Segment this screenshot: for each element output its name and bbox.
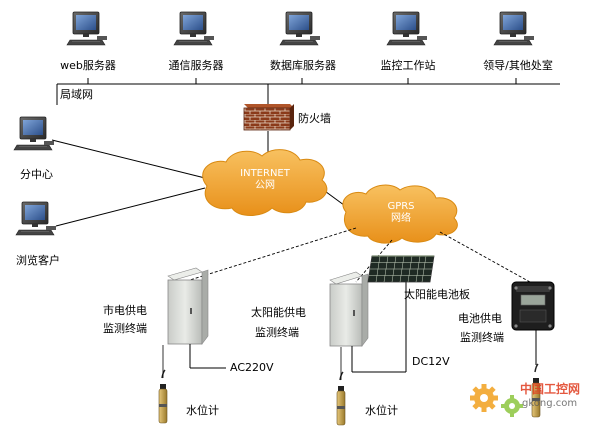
browser-client-label: 浏览客户 bbox=[16, 254, 60, 267]
gprs-label: GPRS bbox=[387, 201, 415, 212]
watermark-logo-icon bbox=[470, 384, 523, 417]
lan-label: 局域网 bbox=[60, 88, 93, 101]
leader-office-icon bbox=[493, 11, 535, 46]
internet-sublabel: 公网 bbox=[255, 180, 275, 191]
gprs-cloud bbox=[342, 184, 458, 244]
branch-center-pc-icon bbox=[13, 116, 55, 151]
battery-terminal-sublabel: 监测终端 bbox=[460, 331, 504, 344]
solar-terminal-label: 太阳能供电 bbox=[251, 306, 306, 319]
monitor-workstation-label: 监控工作站 bbox=[380, 59, 436, 72]
gprs-sublabel: 网络 bbox=[391, 213, 411, 224]
browser-client-pc-icon bbox=[15, 201, 57, 236]
branch-center-label: 分中心 bbox=[20, 168, 53, 181]
water-level-label-1: 水位计 bbox=[186, 404, 219, 417]
solar-terminal-sublabel: 监测终端 bbox=[255, 326, 299, 339]
database-server-icon bbox=[279, 11, 321, 46]
firewall-label: 防火墙 bbox=[298, 112, 331, 125]
web-server-icon bbox=[66, 11, 108, 46]
dc-power-label: DC12V bbox=[412, 355, 450, 368]
internet-cloud bbox=[202, 149, 328, 216]
ac-power-label: AC220V bbox=[230, 361, 274, 374]
mains-terminal-sublabel: 监测终端 bbox=[103, 322, 147, 335]
water-level-label-2: 水位计 bbox=[365, 404, 398, 417]
web-server-label: web服务器 bbox=[60, 59, 116, 72]
mains-cabinet-icon bbox=[167, 267, 226, 369]
leader-office-label: 领导/其他处室 bbox=[483, 59, 553, 72]
solar-panel-icon bbox=[367, 255, 435, 283]
database-server-label: 数据库服务器 bbox=[270, 59, 336, 72]
monitor-workstation-icon bbox=[386, 11, 428, 46]
comm-server-icon bbox=[173, 11, 215, 46]
solar-cabinet-icon bbox=[329, 271, 407, 373]
battery-terminal-icon bbox=[511, 281, 555, 365]
internet-label: INTERNET bbox=[240, 168, 290, 179]
battery-terminal-label: 电池供电 bbox=[458, 312, 502, 325]
firewall-icon bbox=[243, 104, 294, 131]
mains-terminal-label: 市电供电 bbox=[103, 304, 147, 317]
watermark-title: 中国工控网 bbox=[520, 382, 581, 396]
solar-panel-label: 太阳能电池板 bbox=[404, 288, 470, 301]
comm-server-label: 通信服务器 bbox=[168, 59, 224, 72]
watermark-url: gkong.com bbox=[522, 398, 578, 409]
